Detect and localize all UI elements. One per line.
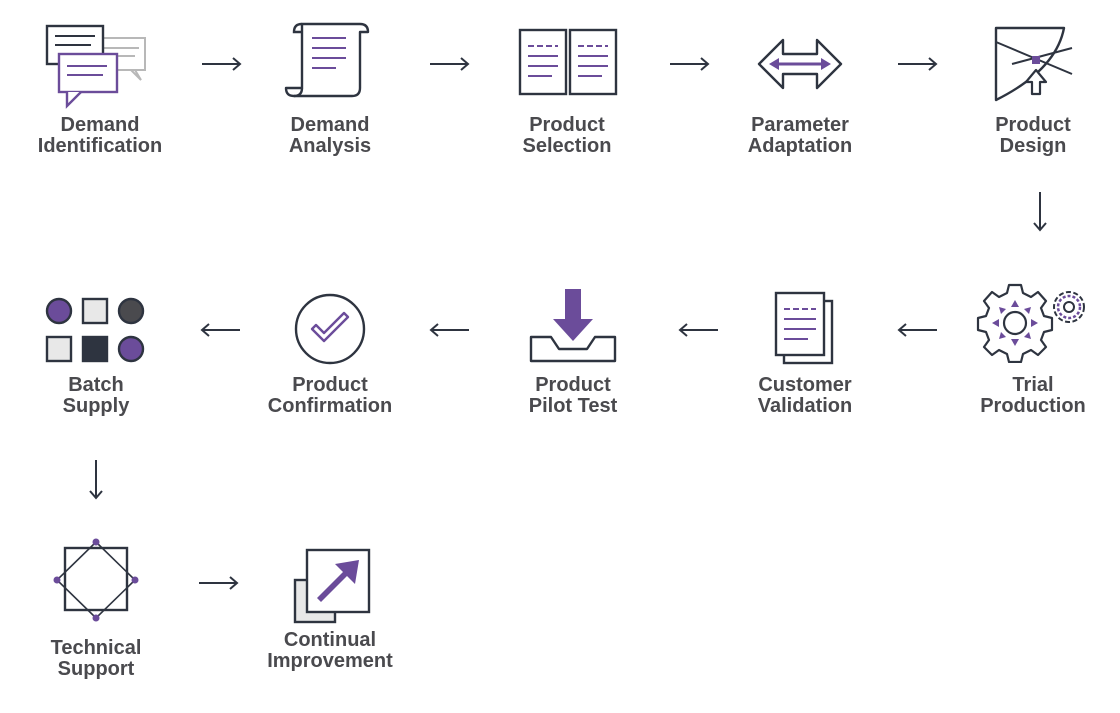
step-label: Technical Support	[6, 638, 186, 680]
label-line: Design	[999, 135, 1067, 157]
step-label: Product Pilot Test	[483, 375, 663, 417]
arrow-right-icon	[202, 57, 242, 71]
label-line: Validation	[757, 395, 853, 417]
label-line: Product	[529, 114, 605, 136]
open-book-icon	[518, 28, 618, 96]
step-technical-support: Technical Support	[6, 538, 186, 680]
step-product-confirmation: Product Confirmation	[240, 283, 420, 417]
step-product-pilot-test: Product Pilot Test	[483, 283, 663, 417]
step-label: Batch Supply	[6, 375, 186, 417]
square-diamond-icon	[53, 538, 139, 622]
step-trial-production: Trial Production	[943, 283, 1120, 417]
arrow-down-icon	[1033, 192, 1047, 232]
step-label: Product Selection	[477, 115, 657, 157]
label-line: Identification	[37, 135, 163, 157]
label-line: Pilot Test	[528, 395, 618, 417]
arrow-down-icon	[89, 460, 103, 500]
step-label: Demand Identification	[10, 115, 190, 157]
arrow-left-icon	[678, 323, 718, 337]
step-label: Product Confirmation	[240, 375, 420, 417]
arrow-right-icon	[199, 576, 239, 590]
arrow-left-icon	[429, 323, 469, 337]
chat-bubbles-icon	[45, 24, 146, 109]
label-line: Parameter	[751, 114, 849, 136]
step-label: Parameter Adaptation	[710, 115, 890, 157]
label-line: Support	[57, 658, 135, 680]
documents-icon	[774, 291, 834, 365]
arrow-right-icon	[670, 57, 710, 71]
label-line: Batch	[68, 374, 124, 396]
label-line: Continual	[283, 629, 377, 651]
step-product-design: Product Design	[943, 20, 1120, 157]
step-label: Trial Production	[943, 375, 1120, 417]
label-line: Demand	[290, 114, 370, 136]
design-cursor-icon	[994, 26, 1073, 102]
scroll-icon	[284, 22, 370, 98]
download-tray-icon	[529, 289, 617, 363]
step-product-selection: Product Selection	[477, 20, 657, 157]
label-line: Trial	[1012, 374, 1054, 396]
arrow-right-icon	[430, 57, 470, 71]
gears-icon	[976, 283, 1085, 363]
label-line: Confirmation	[267, 395, 393, 417]
arrow-left-icon	[200, 323, 240, 337]
double-arrow-icon	[757, 38, 843, 90]
step-label: Customer Validation	[715, 375, 895, 417]
step-customer-validation: Customer Validation	[715, 283, 895, 417]
grid-shapes-icon	[45, 297, 145, 363]
label-line: Product	[292, 374, 368, 396]
step-parameter-adaptation: Parameter Adaptation	[710, 20, 890, 157]
label-line: Product	[535, 374, 611, 396]
check-circle-icon	[294, 293, 366, 365]
label-line: Analysis	[288, 135, 372, 157]
label-line: Demand	[60, 114, 140, 136]
step-continual-improvement: Continual Improvement	[240, 538, 420, 672]
label-line: Production	[980, 395, 1086, 417]
label-line: Customer	[758, 374, 852, 396]
expand-arrow-icon	[293, 548, 371, 624]
step-label: Continual Improvement	[240, 630, 420, 672]
label-line: Adaptation	[747, 135, 853, 157]
label-line: Supply	[62, 395, 130, 417]
label-line: Improvement	[267, 650, 393, 672]
step-demand-analysis: Demand Analysis	[240, 20, 420, 157]
step-label: Demand Analysis	[240, 115, 420, 157]
label-line: Technical	[50, 637, 142, 659]
arrow-left-icon	[897, 323, 937, 337]
label-line: Selection	[522, 135, 612, 157]
step-label: Product Design	[943, 115, 1120, 157]
arrow-right-icon	[898, 57, 938, 71]
label-line: Product	[995, 114, 1071, 136]
step-demand-identification: Demand Identification	[10, 20, 190, 157]
step-batch-supply: Batch Supply	[6, 283, 186, 417]
